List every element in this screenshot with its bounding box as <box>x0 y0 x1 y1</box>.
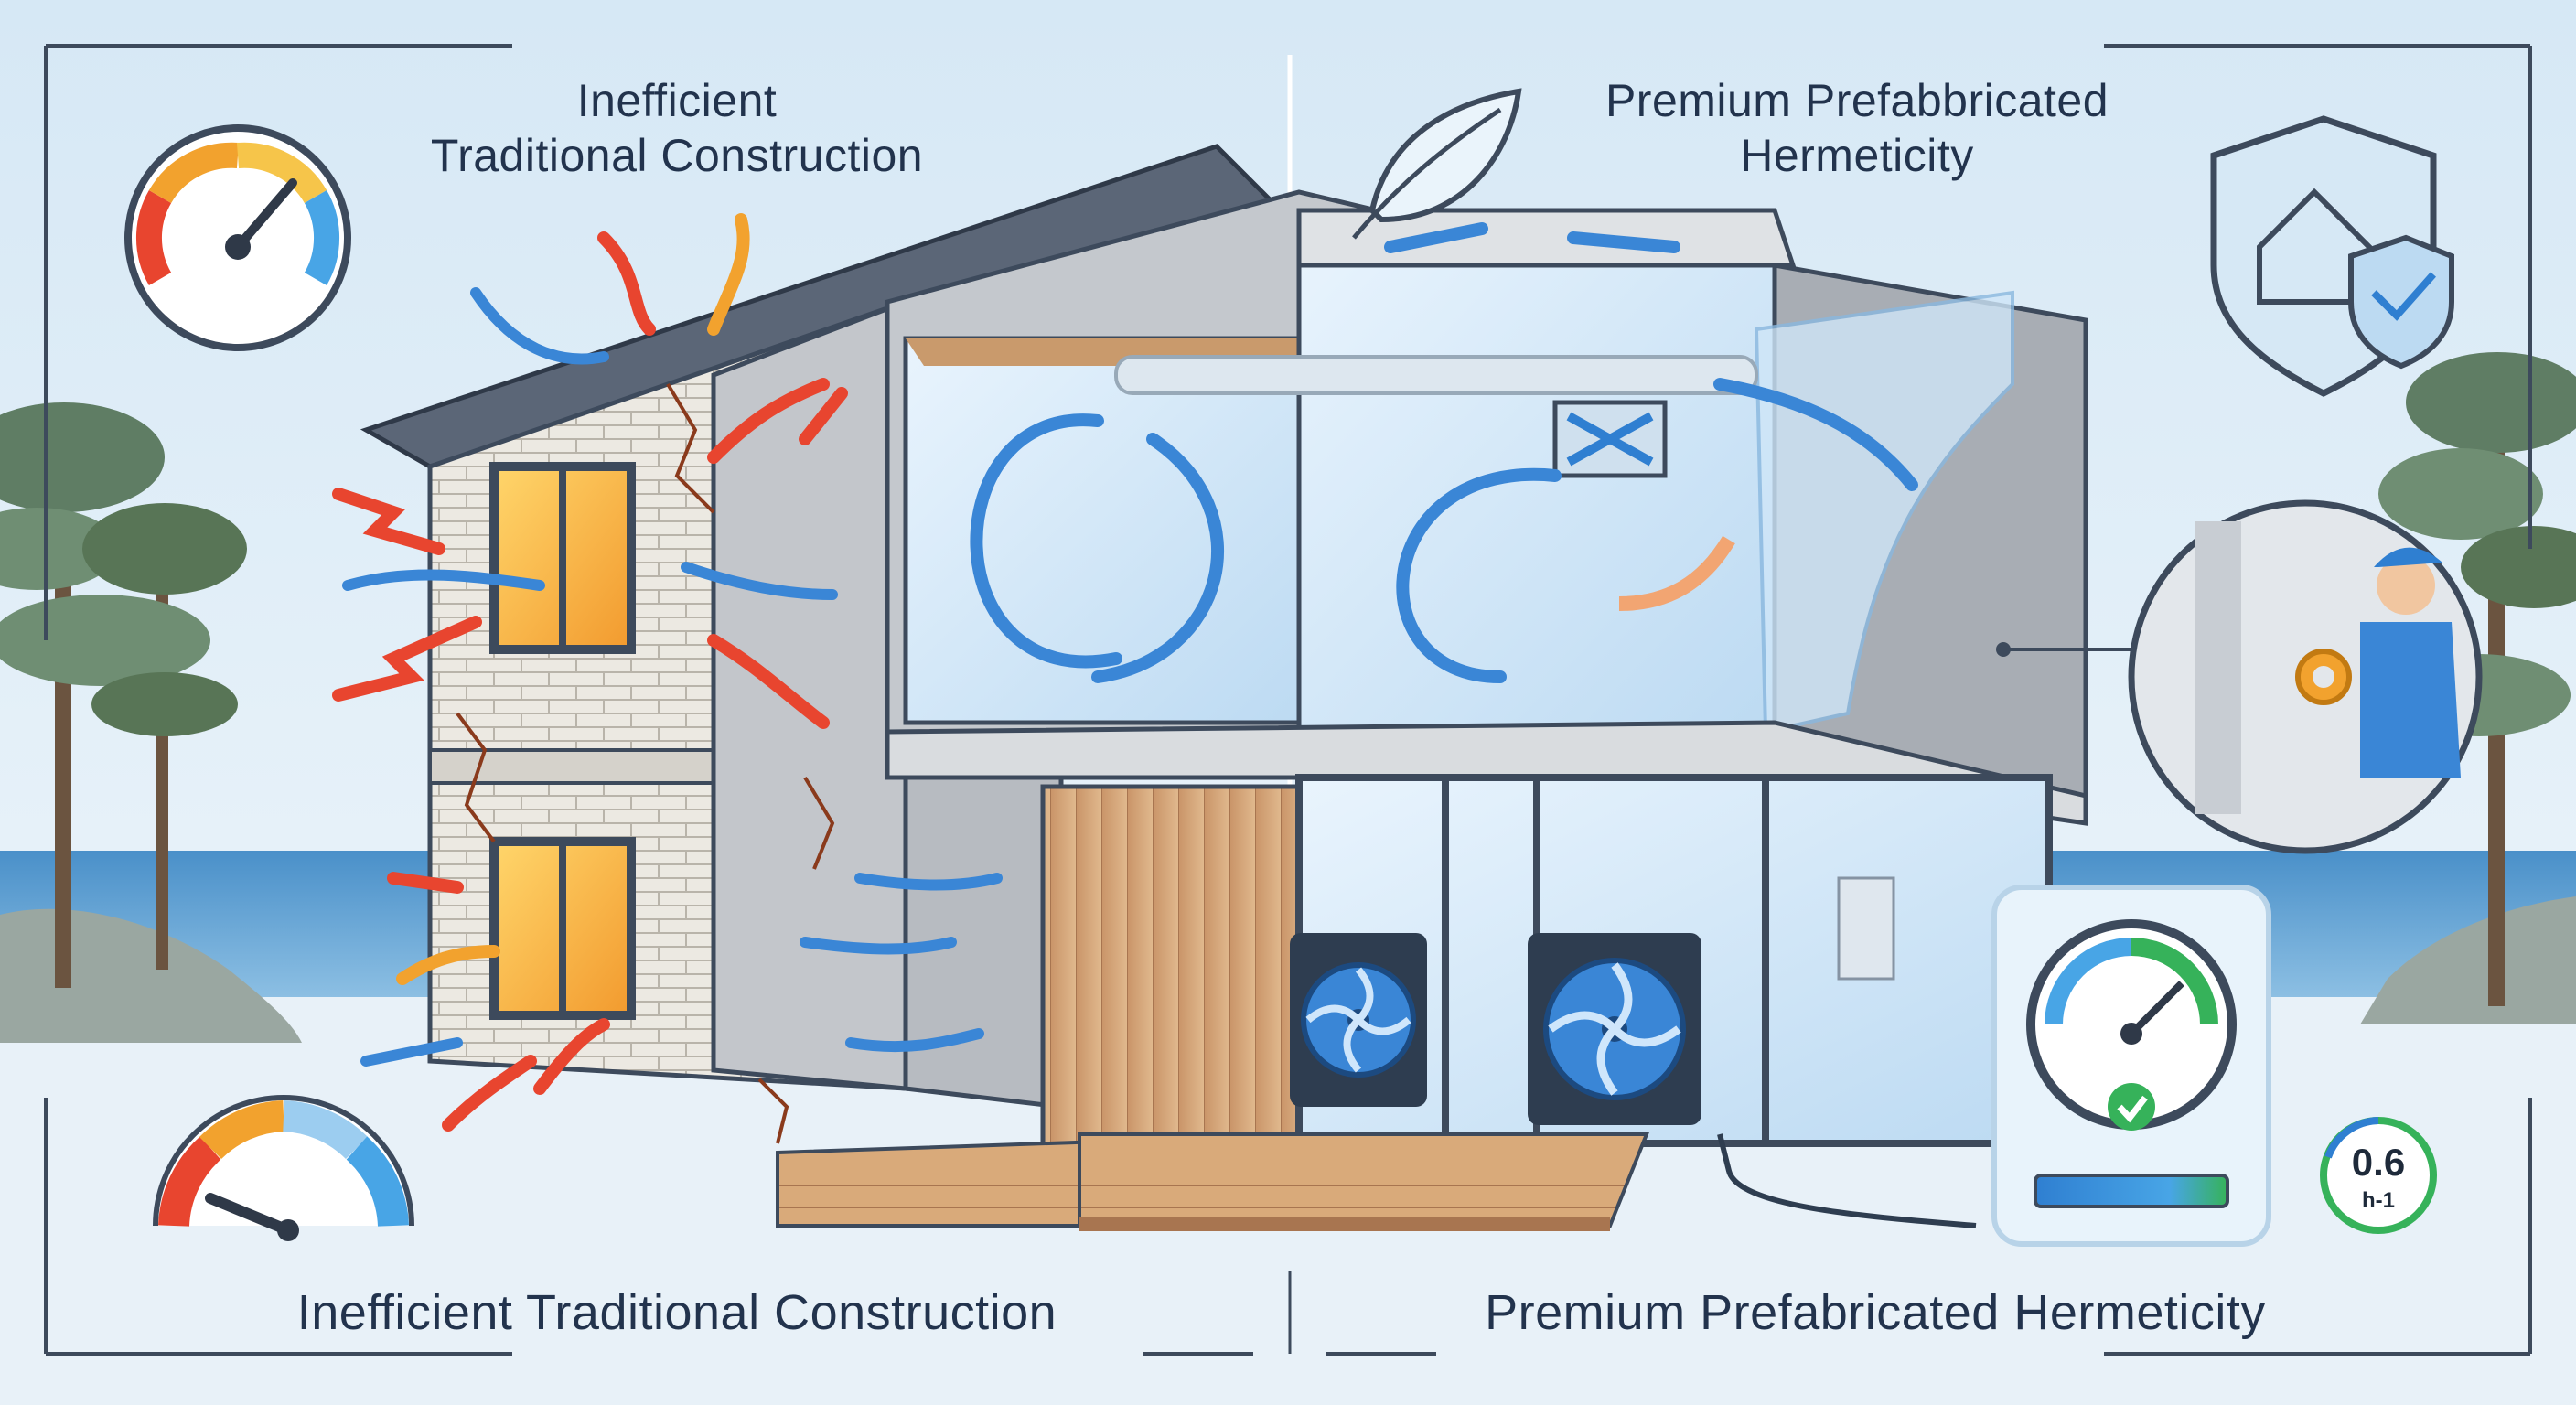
right-top-title: Premium Prefabbricated Hermeticity <box>1500 73 2214 183</box>
left-top-title-line1: Inefficient <box>576 75 778 126</box>
shield-house-icon <box>2210 115 2454 397</box>
worker-taping-icon <box>1996 499 2483 854</box>
left-bottom-title: Inefficient Traditional Construction <box>296 1285 1057 1340</box>
meter-reading-badge: 0.6 h-1 <box>2320 1117 2437 1234</box>
speedometer-icon-low <box>153 1095 414 1241</box>
meter-value: 0.6 <box>2352 1141 2405 1184</box>
air-circulation <box>970 222 1918 683</box>
tree-left <box>0 402 247 988</box>
warm-air-arrow <box>1618 535 1735 611</box>
fan-icon <box>1290 933 1427 1107</box>
checkmark-icon <box>2108 1083 2155 1131</box>
meter-unit: h-1 <box>2362 1188 2395 1213</box>
heat-loss-arrows <box>332 213 848 1132</box>
right-top-title-line1: Premium Prefabbricated <box>1605 75 2109 126</box>
right-top-title-line2: Hermeticity <box>1740 130 1974 181</box>
left-top-title: Inefficient Traditional Construction <box>384 73 970 183</box>
air-leak-arrows <box>342 287 1003 1067</box>
left-top-title-line2: Traditional Construction <box>430 130 924 181</box>
speedometer-icon-bad <box>124 124 351 351</box>
traditional-house <box>360 144 1285 1144</box>
right-bottom-title: Premium Prefabricated Hermeticity <box>1485 1285 2266 1340</box>
leaf-icon <box>1352 88 1522 240</box>
fan-icon <box>1528 933 1701 1125</box>
